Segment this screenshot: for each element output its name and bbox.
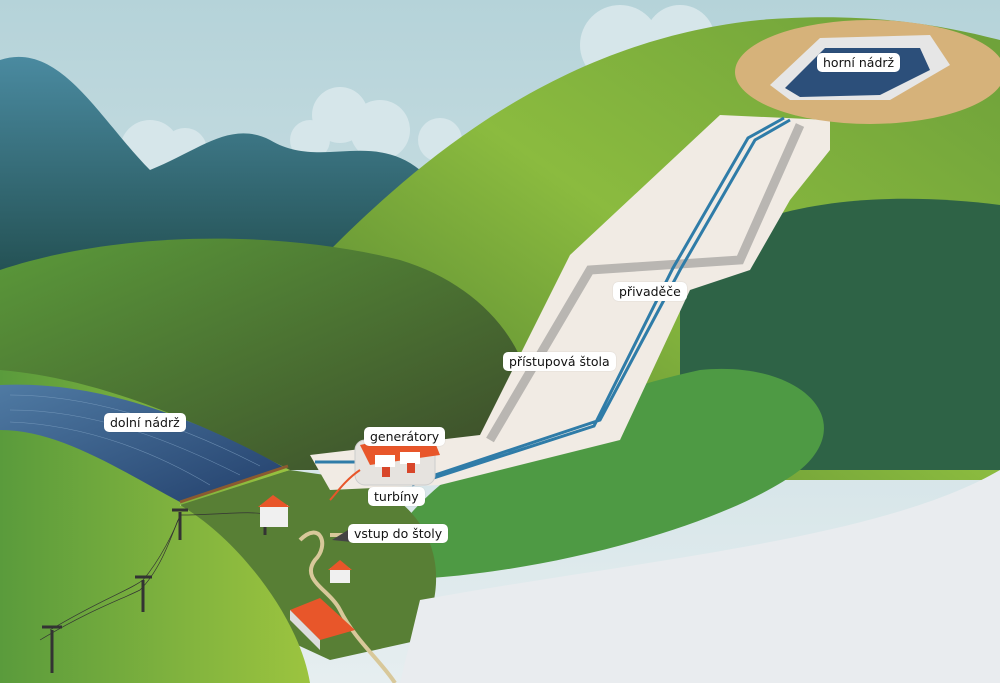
label-turbines: turbíny (368, 487, 425, 506)
label-penstocks: přivaděče (613, 282, 687, 301)
label-access-tunnel: přístupová štola (503, 352, 616, 371)
penstock-pipes (411, 116, 791, 487)
upper-reservoir (735, 20, 1000, 124)
label-tunnel-entrance: vstup do štoly (348, 524, 449, 543)
label-upper-reservoir: horní nádrž (817, 53, 901, 72)
label-generators: generátory (364, 427, 446, 446)
turbine-unit (407, 463, 415, 473)
generator-unit (375, 455, 395, 467)
buildings (258, 495, 397, 683)
tunnel-system (310, 115, 830, 501)
turbine-unit (382, 467, 390, 477)
label-lower-reservoir: dolní nádrž (104, 413, 186, 432)
dam-wall (179, 464, 289, 504)
power-cable (329, 469, 361, 501)
generator-unit (400, 452, 420, 464)
foreground-hill (380, 368, 824, 580)
foreground-plain (400, 470, 1000, 683)
lower-reservoir-water (0, 384, 285, 502)
